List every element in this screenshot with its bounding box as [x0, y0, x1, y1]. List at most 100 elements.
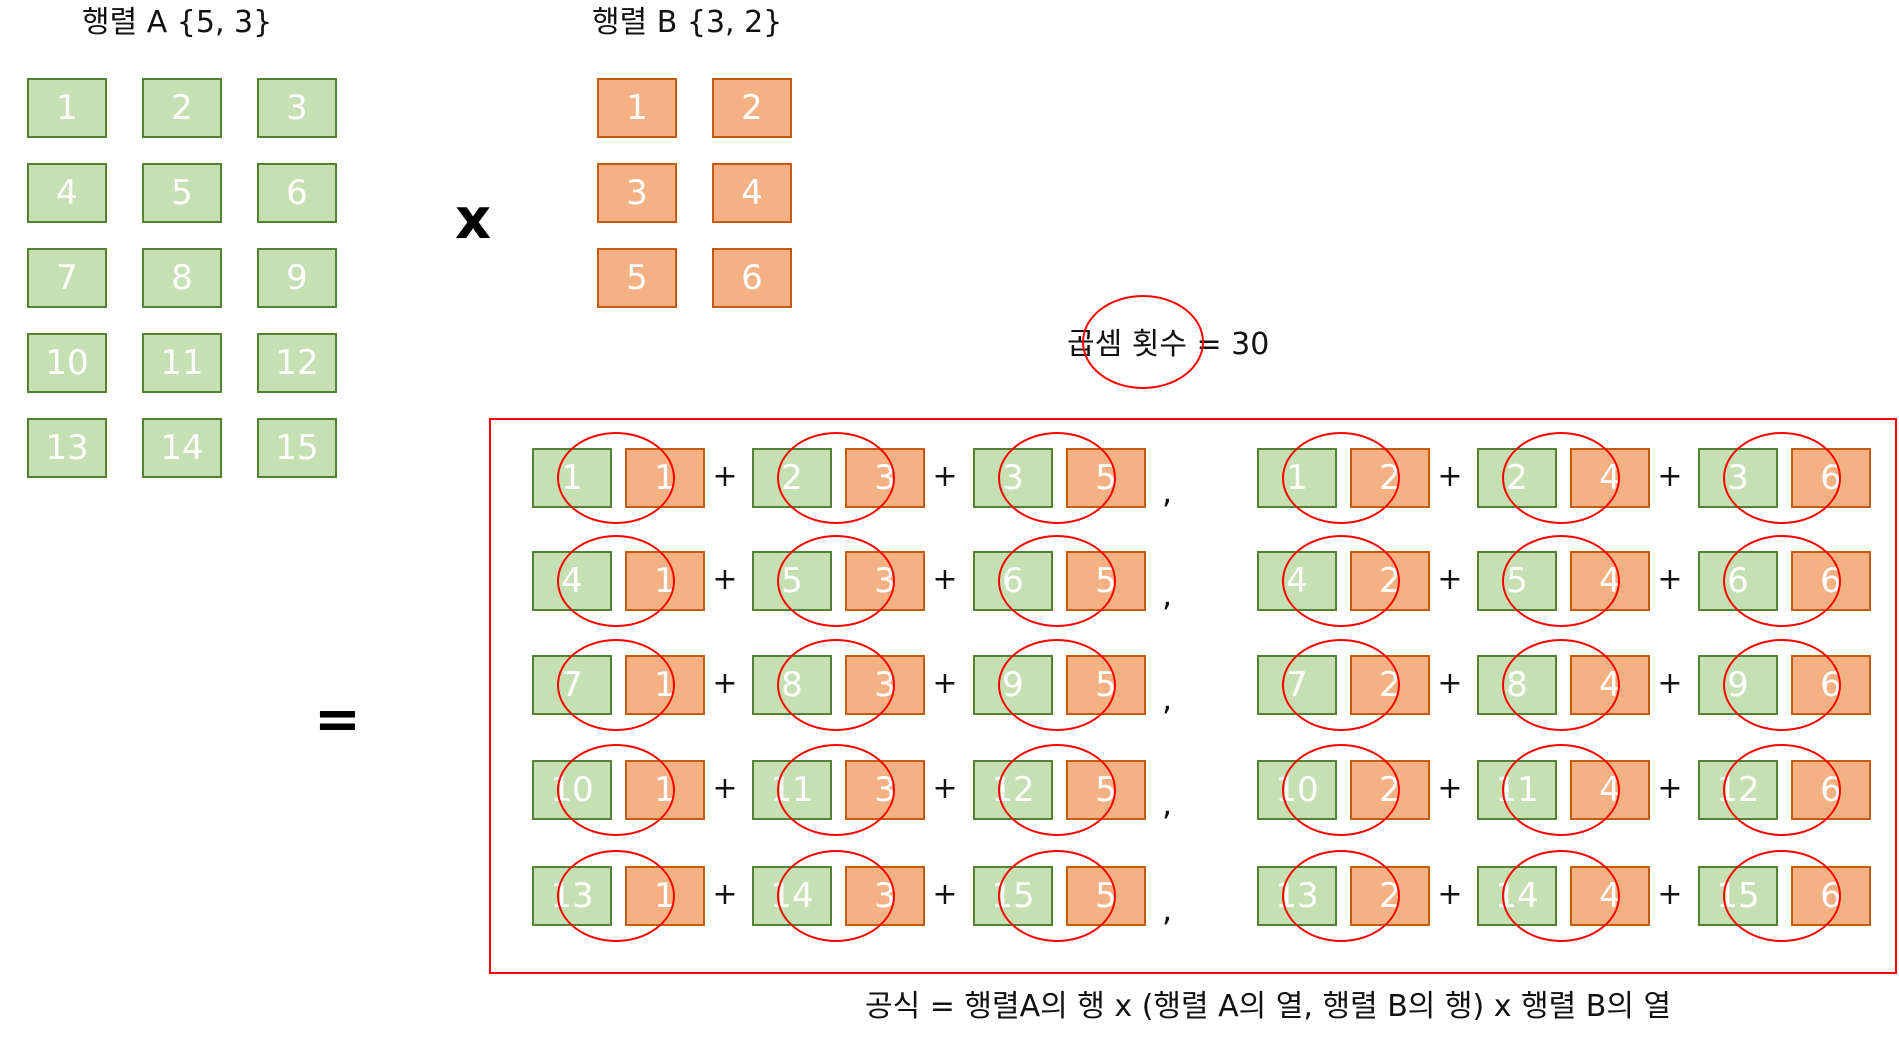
- plus-sign: +: [932, 666, 958, 701]
- plus-sign: +: [1437, 771, 1463, 806]
- plus-sign: +: [712, 877, 738, 912]
- term-a-value: 8: [1477, 655, 1557, 715]
- term-a-value: 6: [973, 551, 1053, 611]
- term-a-value: 2: [1477, 448, 1557, 508]
- comma-separator: ,: [1162, 891, 1173, 929]
- term-b-value: 2: [1350, 866, 1430, 926]
- term-a-value: 14: [752, 866, 832, 926]
- matrix-b-cell: 3: [597, 163, 677, 223]
- term-a-value: 5: [1477, 551, 1557, 611]
- matrix-a-cell: 10: [27, 333, 107, 393]
- term-b-value: 1: [625, 655, 705, 715]
- term-b-value: 4: [1570, 448, 1650, 508]
- term-b-value: 3: [845, 551, 925, 611]
- term-a-value: 8: [752, 655, 832, 715]
- plus-sign: +: [932, 459, 958, 494]
- plus-sign: +: [712, 666, 738, 701]
- matrix-a-cell: 3: [257, 78, 337, 138]
- plus-sign: +: [1437, 562, 1463, 597]
- term-b-value: 1: [625, 866, 705, 926]
- term-a-value: 4: [1257, 551, 1337, 611]
- matrix-b-cell: 2: [712, 78, 792, 138]
- term-b-value: 3: [845, 760, 925, 820]
- matrix-a-cell: 11: [142, 333, 222, 393]
- matrix-a-cell: 4: [27, 163, 107, 223]
- term-b-value: 3: [845, 866, 925, 926]
- term-a-value: 4: [532, 551, 612, 611]
- term-b-value: 1: [625, 760, 705, 820]
- term-a-value: 12: [1698, 760, 1778, 820]
- matrix-b-title: 행렬 B {3, 2}: [592, 5, 783, 40]
- term-a-value: 11: [1477, 760, 1557, 820]
- matrix-a-cell: 12: [257, 333, 337, 393]
- matrix-a-cell: 8: [142, 248, 222, 308]
- term-b-value: 4: [1570, 866, 1650, 926]
- term-a-value: 2: [752, 448, 832, 508]
- matrix-a-cell: 14: [142, 418, 222, 478]
- term-b-value: 3: [845, 448, 925, 508]
- comma-separator: ,: [1162, 785, 1173, 823]
- term-b-value: 3: [845, 655, 925, 715]
- plus-sign: +: [1437, 877, 1463, 912]
- matrix-b-cell: 4: [712, 163, 792, 223]
- plus-sign: +: [1437, 459, 1463, 494]
- term-a-value: 1: [1257, 448, 1337, 508]
- term-b-value: 4: [1570, 760, 1650, 820]
- matrix-b-cell: 6: [712, 248, 792, 308]
- term-a-value: 15: [973, 866, 1053, 926]
- plus-sign: +: [932, 562, 958, 597]
- comma-separator: ,: [1162, 576, 1173, 614]
- plus-sign: +: [1657, 562, 1683, 597]
- term-a-value: 14: [1477, 866, 1557, 926]
- term-b-value: 6: [1791, 551, 1871, 611]
- term-b-value: 4: [1570, 655, 1650, 715]
- term-b-value: 6: [1791, 448, 1871, 508]
- term-b-value: 5: [1066, 551, 1146, 611]
- term-b-value: 2: [1350, 760, 1430, 820]
- term-a-value: 10: [1257, 760, 1337, 820]
- term-b-value: 5: [1066, 866, 1146, 926]
- formula-text: 공식 = 행렬A의 행 x (행렬 A의 열, 행렬 B의 행) x 행렬 B의…: [865, 989, 1672, 1024]
- equals-sign: =: [314, 687, 361, 752]
- term-a-value: 6: [1698, 551, 1778, 611]
- term-a-value: 11: [752, 760, 832, 820]
- matrix-a-cell: 6: [257, 163, 337, 223]
- matrix-a-cell: 9: [257, 248, 337, 308]
- matrix-a-cell: 1: [27, 78, 107, 138]
- term-b-value: 1: [625, 448, 705, 508]
- term-a-value: 12: [973, 760, 1053, 820]
- comma-separator: ,: [1162, 473, 1173, 511]
- plus-sign: +: [932, 771, 958, 806]
- term-a-value: 9: [1698, 655, 1778, 715]
- term-a-value: 13: [532, 866, 612, 926]
- matrix-b-cell: 1: [597, 78, 677, 138]
- term-b-value: 2: [1350, 551, 1430, 611]
- term-b-value: 6: [1791, 760, 1871, 820]
- term-a-value: 10: [532, 760, 612, 820]
- matrix-a-title: 행렬 A {5, 3}: [82, 5, 273, 40]
- plus-sign: +: [712, 459, 738, 494]
- term-a-value: 1: [532, 448, 612, 508]
- comma-separator: ,: [1162, 680, 1173, 718]
- term-b-value: 5: [1066, 448, 1146, 508]
- plus-sign: +: [1437, 666, 1463, 701]
- matrix-a-cell: 2: [142, 78, 222, 138]
- plus-sign: +: [1657, 459, 1683, 494]
- term-b-value: 5: [1066, 655, 1146, 715]
- term-a-value: 15: [1698, 866, 1778, 926]
- plus-sign: +: [1657, 666, 1683, 701]
- term-a-value: 3: [1698, 448, 1778, 508]
- plus-sign: +: [712, 771, 738, 806]
- matrix-a-cell: 13: [27, 418, 107, 478]
- plus-sign: +: [1657, 877, 1683, 912]
- term-b-value: 1: [625, 551, 705, 611]
- term-a-value: 7: [532, 655, 612, 715]
- term-b-value: 5: [1066, 760, 1146, 820]
- plus-sign: +: [1657, 771, 1683, 806]
- term-b-value: 4: [1570, 551, 1650, 611]
- term-a-value: 9: [973, 655, 1053, 715]
- multiplication-count: 곱셈 횟수 = 30: [1067, 327, 1270, 362]
- term-a-value: 5: [752, 551, 832, 611]
- matrix-b-cell: 5: [597, 248, 677, 308]
